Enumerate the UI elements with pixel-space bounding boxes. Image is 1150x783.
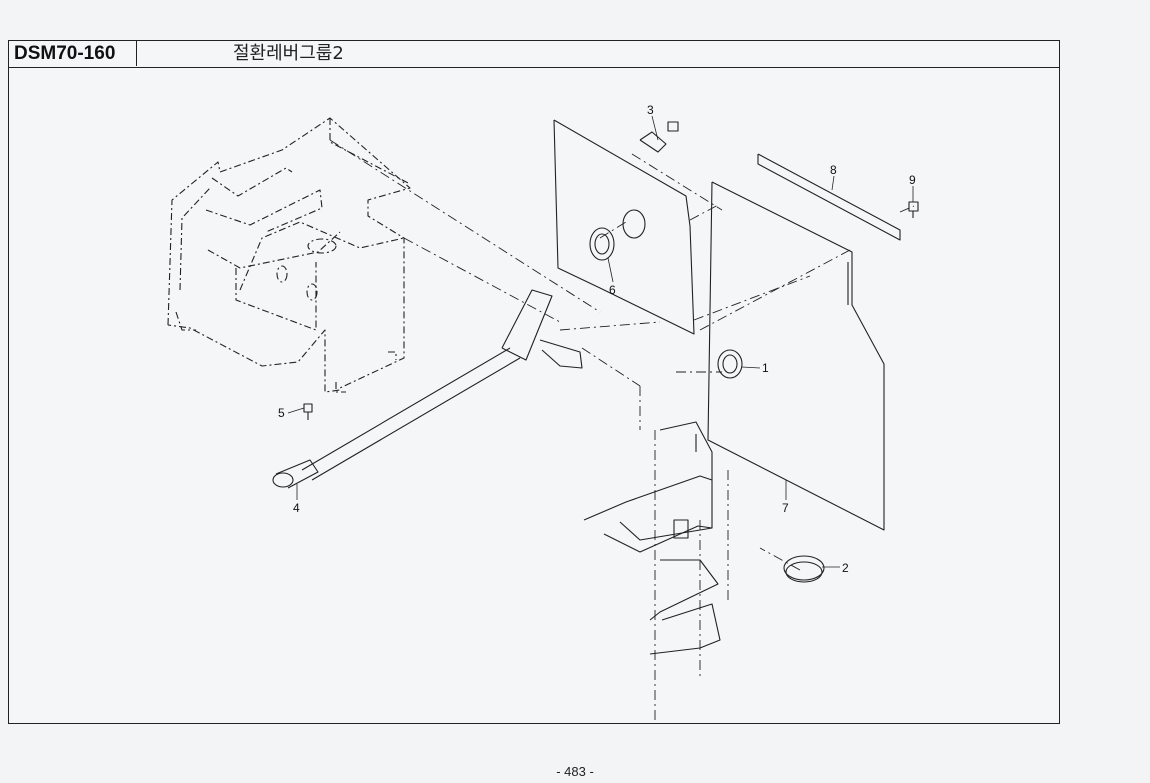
callout-5: 5 xyxy=(278,406,285,420)
callout-9: 9 xyxy=(909,173,916,187)
part-8-strip xyxy=(757,153,901,241)
header-bar: DSM70-160 절환레버그룹2 xyxy=(9,41,1059,68)
callout-2: 2 xyxy=(842,561,849,575)
housing-reference xyxy=(167,117,411,393)
part-3-bracket xyxy=(639,121,679,153)
callout-6: 6 xyxy=(609,283,616,297)
model-code: DSM70-160 xyxy=(9,41,137,66)
part-6-seal xyxy=(589,227,615,261)
page-number: - 483 - xyxy=(556,764,594,779)
callout-7: 7 xyxy=(782,501,789,515)
assembly-guide-lines xyxy=(329,139,915,720)
parts-frame: DSM70-160 절환레버그룹2 xyxy=(8,40,1060,724)
callout-1: 1 xyxy=(762,361,769,375)
part-4-lever xyxy=(272,289,553,489)
callout-numbers: 1 2 3 4 5 6 7 8 9 xyxy=(278,103,916,575)
lower-mechanism xyxy=(539,339,721,655)
callout-3: 3 xyxy=(647,103,654,117)
part-9-screw xyxy=(908,201,919,218)
leader-lines xyxy=(287,115,914,568)
center-plate xyxy=(553,119,695,335)
part-5-screw xyxy=(303,403,313,420)
group-title: 절환레버그룹2 xyxy=(233,43,344,64)
part-2-clamp xyxy=(783,555,825,583)
part-1-bushing xyxy=(717,349,743,379)
callout-8: 8 xyxy=(830,163,837,177)
callout-4: 4 xyxy=(293,501,300,515)
part-7-side-cover xyxy=(707,181,885,531)
